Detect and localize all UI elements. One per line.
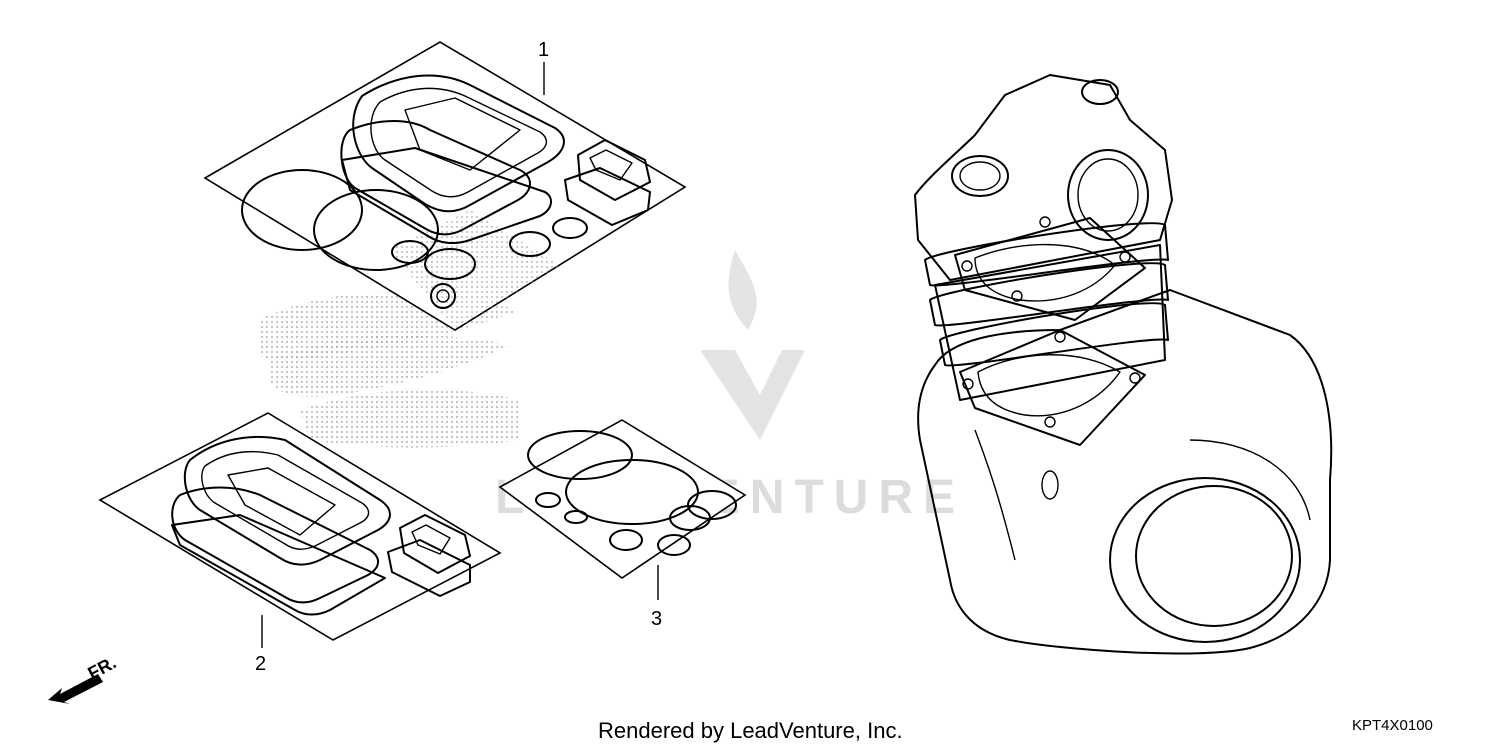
gasket-kit-3: 3 (498, 419, 747, 630)
callout-2-label: 2 (255, 653, 266, 675)
callout-1-label: 1 (538, 39, 549, 61)
gasket-kit-2: 2 (98, 412, 502, 675)
diagram-code: KPT4X0100 (1352, 717, 1433, 734)
gasket-kit-1: 1 (203, 39, 687, 331)
footer-credit: Rendered by LeadVenture, Inc. (598, 718, 903, 743)
engine-illustration (914, 74, 1333, 655)
callout-3-label: 3 (651, 608, 662, 630)
front-arrow-icon (48, 674, 103, 704)
front-direction-indicator: FR. (48, 652, 119, 704)
